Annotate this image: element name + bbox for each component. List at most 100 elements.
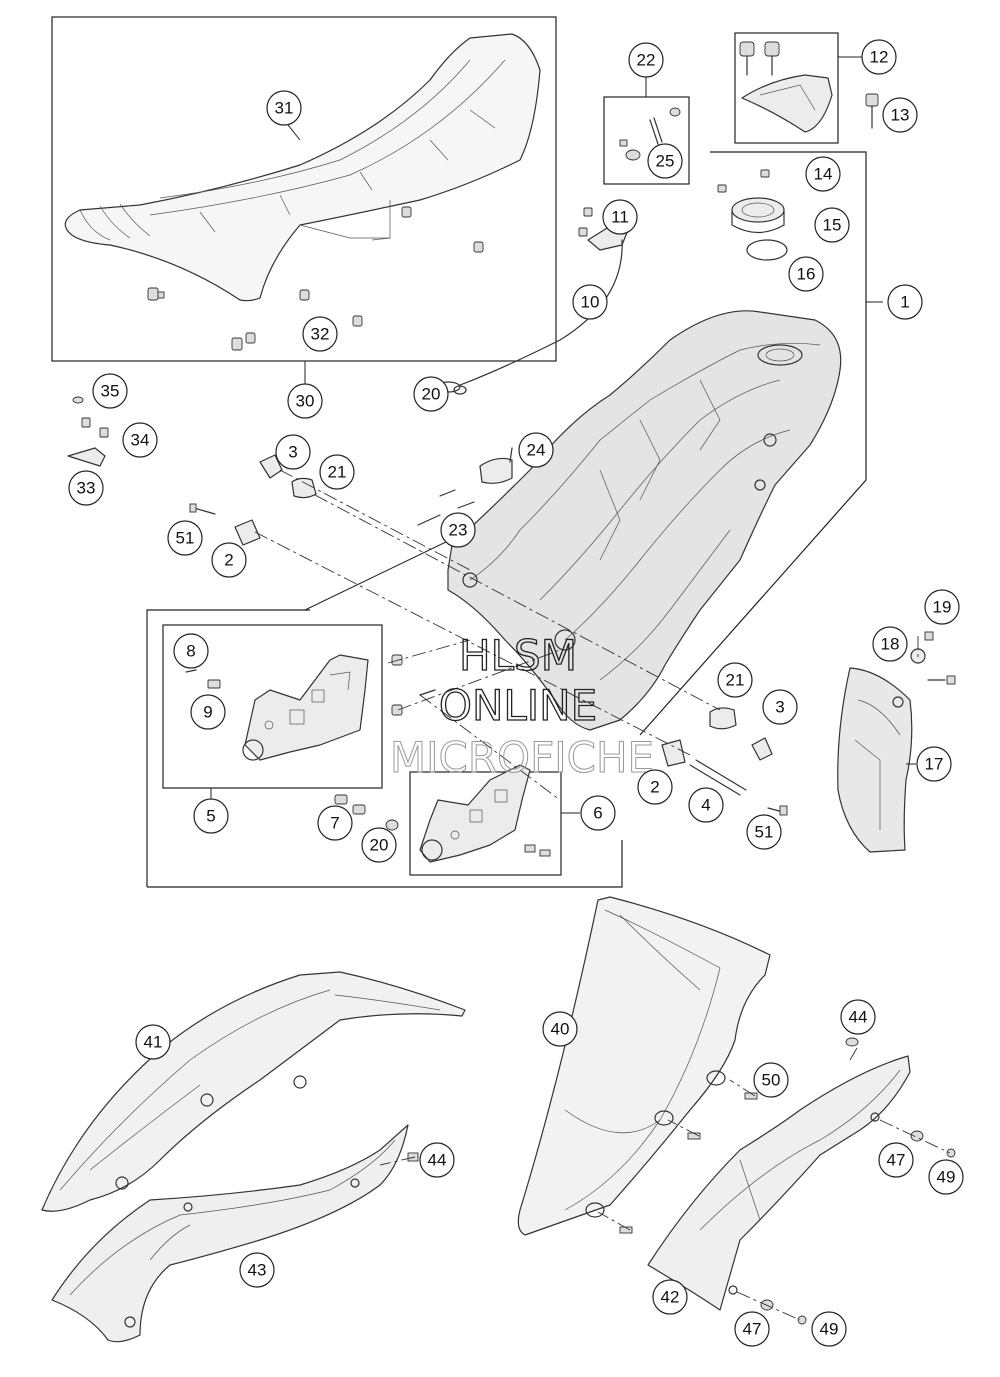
callouts: 31 32 30 35 34 33 22 25 12 13 14 15 16 1…	[68, 39, 964, 1347]
svg-text:51: 51	[755, 823, 774, 842]
callout-49b: 49	[811, 1311, 847, 1347]
svg-text:17: 17	[925, 755, 944, 774]
svg-text:18: 18	[881, 635, 900, 654]
fuel-cap-parts	[717, 169, 788, 261]
side-panel-43	[51, 1124, 419, 1343]
svg-text:7: 7	[330, 814, 339, 833]
svg-text:43: 43	[248, 1261, 267, 1280]
watermark-line2: ONLINE	[439, 681, 597, 730]
callout-16: 16	[788, 256, 824, 292]
svg-text:35: 35	[101, 382, 120, 401]
seat-frame	[51, 16, 557, 362]
svg-text:5: 5	[206, 807, 215, 826]
callout-43: 43	[239, 1252, 275, 1288]
clip-kit	[619, 107, 681, 161]
svg-text:3: 3	[775, 698, 784, 717]
svg-text:1: 1	[900, 293, 909, 312]
tank-group-frame-b	[147, 840, 623, 888]
callout-14: 14	[805, 156, 841, 192]
svg-text:44: 44	[428, 1151, 447, 1170]
svg-text:42: 42	[661, 1288, 680, 1307]
callout-40: 40	[542, 1011, 578, 1047]
callout-21b: 21	[717, 662, 753, 698]
callout-32: 32	[302, 316, 338, 352]
callout-2: 2	[211, 542, 247, 578]
svg-text:47: 47	[887, 1151, 906, 1170]
svg-text:14: 14	[814, 165, 833, 184]
callout-20: 20	[413, 376, 449, 412]
svg-text:24: 24	[527, 441, 546, 460]
tank-frame	[639, 151, 867, 736]
callout-9: 9	[190, 694, 226, 730]
svg-text:22: 22	[637, 51, 656, 70]
callout-47: 47	[878, 1142, 914, 1178]
assembly-lines	[254, 469, 951, 1321]
callout-34: 34	[122, 422, 158, 458]
callout-20b: 20	[361, 827, 397, 863]
callout-22: 22	[628, 42, 664, 78]
svg-text:34: 34	[131, 431, 150, 450]
svg-text:12: 12	[870, 48, 889, 67]
callout-51b: 51	[746, 814, 782, 850]
watermark: HLSM ONLINE MICROFICHE	[389, 630, 654, 782]
svg-text:33: 33	[77, 479, 96, 498]
svg-text:51: 51	[176, 529, 195, 548]
svg-text:49: 49	[937, 1168, 956, 1187]
svg-text:21: 21	[726, 671, 745, 690]
callout-2b: 2	[637, 769, 673, 805]
svg-text:11: 11	[611, 208, 629, 227]
callout-3: 3	[275, 434, 311, 470]
watermark-line3: MICROFICHE	[390, 733, 654, 782]
callout-23: 23	[440, 512, 476, 548]
svg-text:44: 44	[849, 1008, 868, 1027]
hardware-middle	[334, 654, 788, 831]
bracket-right	[419, 764, 551, 863]
key-kit-frame	[734, 32, 839, 144]
callout-1: 1	[887, 284, 923, 320]
leader-lines	[210, 56, 916, 814]
callout-49: 49	[928, 1159, 964, 1195]
callout-4: 4	[688, 787, 724, 823]
callout-30: 30	[287, 383, 323, 419]
svg-text:49: 49	[820, 1320, 839, 1339]
fuel-tank	[447, 310, 842, 731]
front-guard	[837, 631, 956, 853]
callout-33: 33	[68, 470, 104, 506]
callout-13: 13	[882, 97, 918, 133]
svg-text:15: 15	[823, 216, 842, 235]
svg-text:2: 2	[650, 778, 659, 797]
svg-text:30: 30	[296, 392, 315, 411]
callout-5: 5	[193, 798, 229, 834]
svg-text:16: 16	[797, 265, 816, 284]
seat	[64, 33, 541, 302]
svg-text:19: 19	[933, 598, 952, 617]
callout-12: 12	[861, 39, 897, 75]
callout-15: 15	[814, 207, 850, 243]
svg-text:31: 31	[275, 99, 294, 118]
frame-boxes	[51, 16, 867, 888]
tank-group-frame	[146, 609, 310, 887]
svg-text:23: 23	[449, 521, 468, 540]
callout-44: 44	[840, 999, 876, 1035]
svg-text:3: 3	[288, 443, 297, 462]
svg-text:25: 25	[656, 152, 675, 171]
svg-text:4: 4	[701, 796, 710, 815]
callout-47b: 47	[734, 1311, 770, 1347]
svg-text:32: 32	[311, 325, 330, 344]
svg-text:6: 6	[593, 804, 602, 823]
hardware-left	[67, 396, 513, 546]
callout-18: 18	[872, 626, 908, 662]
callout-8: 8	[173, 633, 209, 669]
svg-text:8: 8	[186, 642, 195, 661]
shroud-40	[517, 896, 771, 1236]
svg-text:9: 9	[203, 703, 212, 722]
callout-19: 19	[924, 589, 960, 625]
seat-bolts	[147, 206, 484, 351]
svg-text:41: 41	[144, 1033, 163, 1052]
callout-21: 21	[319, 454, 355, 490]
svg-text:50: 50	[762, 1071, 781, 1090]
svg-text:40: 40	[551, 1020, 570, 1039]
callout-10: 10	[572, 284, 608, 320]
svg-text:20: 20	[422, 385, 441, 404]
